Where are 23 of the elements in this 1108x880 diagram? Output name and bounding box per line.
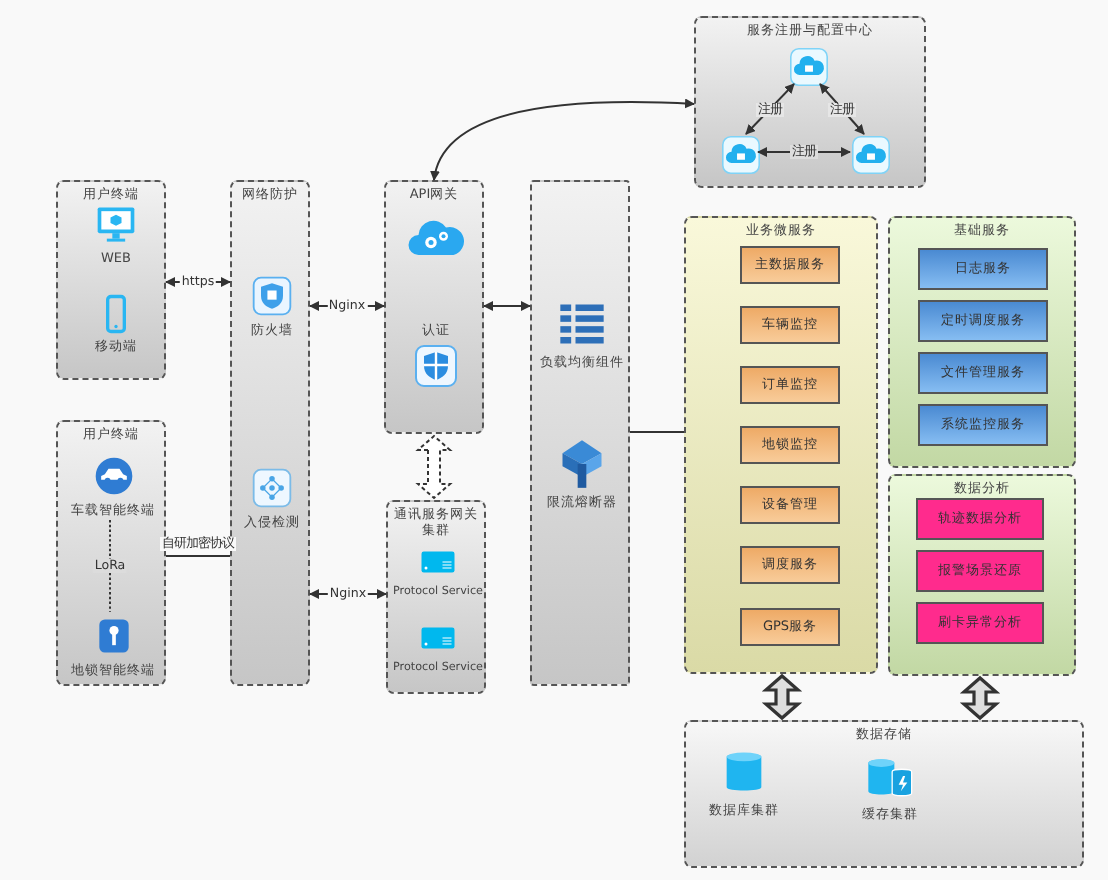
group-box — [888, 474, 1076, 676]
group-box — [684, 720, 1084, 868]
cloud-icon — [852, 136, 890, 174]
connector-line — [109, 519, 111, 613]
connector-line — [629, 431, 685, 433]
group-box — [56, 420, 166, 686]
group-box — [530, 180, 630, 686]
group-box — [888, 216, 1076, 468]
group-box — [684, 216, 878, 674]
cloud-icon — [790, 48, 828, 86]
double-arrow — [415, 434, 453, 500]
arrow — [483, 301, 531, 311]
arrow — [819, 83, 865, 135]
group-box — [56, 180, 166, 380]
double-arrow — [959, 675, 1001, 721]
cloud-icon — [722, 136, 760, 174]
arrow — [431, 98, 695, 181]
group-box — [694, 16, 926, 188]
double-arrow — [761, 673, 803, 721]
connector-line — [165, 555, 231, 557]
arrow — [745, 83, 795, 135]
group-box — [386, 500, 486, 694]
group-box — [384, 180, 484, 434]
